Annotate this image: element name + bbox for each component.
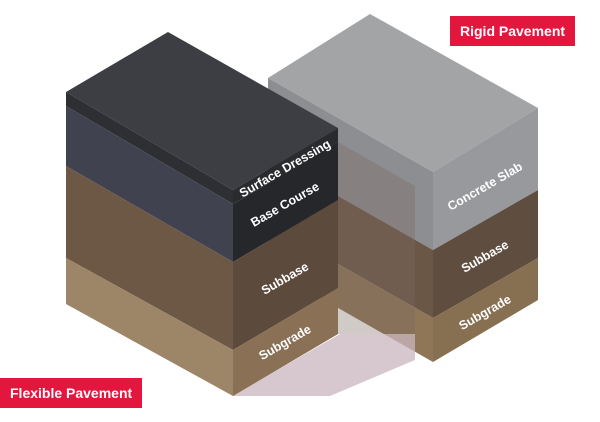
flexible-base-front [66,106,233,262]
rigid-subgrade-side [433,258,538,362]
flexible-surface-front [66,92,233,204]
rigid-pavement-title: Rigid Pavement [450,16,576,46]
flexible-subbase-side [233,200,338,350]
rigid-concrete-top [268,14,538,172]
rigid-concrete-side [433,108,538,250]
ground-shadow [232,334,415,396]
rigid-overlap-shade [338,142,415,334]
flexible-surface-top [66,32,338,190]
flexible-pavement-block [66,32,338,396]
flexible-pavement-title: Flexible Pavement [0,378,143,408]
flexible-subbase-front [66,166,233,350]
flexible-subgrade-side [233,288,338,396]
flexible-surface-side [233,128,338,204]
flexible-base-side [233,142,338,262]
flexible-subgrade-front [66,258,233,396]
rigid-subbase-side [433,190,538,318]
